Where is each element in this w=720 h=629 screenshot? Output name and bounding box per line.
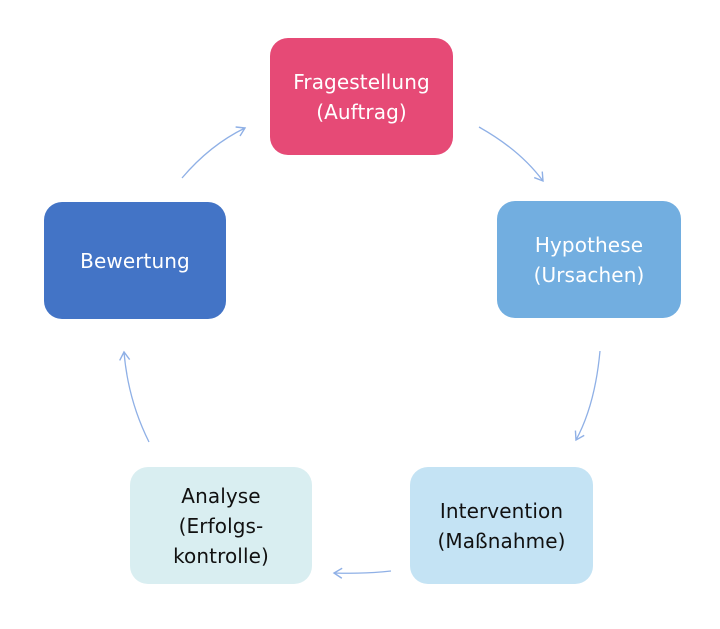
step-intervention-line-1: Intervention <box>439 498 564 523</box>
step-analyse: Analyse (Erfolgs- kontrolle) <box>130 467 312 584</box>
step-analyse-line-1: Analyse <box>181 483 261 508</box>
arrow-bewertung-to-fragestellung <box>181 126 247 179</box>
step-fragestellung-line-2: (Auftrag) <box>316 99 407 124</box>
step-bewertung-line-1: Bewertung <box>80 248 190 273</box>
arrow-intervention-to-analyse <box>332 567 392 579</box>
step-hypothese-line-2: (Ursachen) <box>533 262 645 287</box>
step-intervention-line-2: (Maßnahme) <box>437 528 566 553</box>
step-hypothese: Hypothese (Ursachen) <box>497 201 681 318</box>
step-bewertung: Bewertung <box>44 202 226 319</box>
arrow-hypothese-to-intervention <box>574 350 601 442</box>
step-hypothese-line-1: Hypothese <box>534 232 644 257</box>
arrow-fragestellung-to-hypothese <box>478 126 544 183</box>
step-fragestellung: Fragestellung (Auftrag) <box>270 38 453 155</box>
arrow-analyse-to-bewertung <box>119 350 150 443</box>
step-intervention: Intervention (Maßnahme) <box>410 467 593 584</box>
step-fragestellung-line-1: Fragestellung <box>293 69 430 94</box>
step-analyse-line-2: (Erfolgs- <box>178 513 264 538</box>
step-analyse-line-3: kontrolle) <box>173 543 269 568</box>
